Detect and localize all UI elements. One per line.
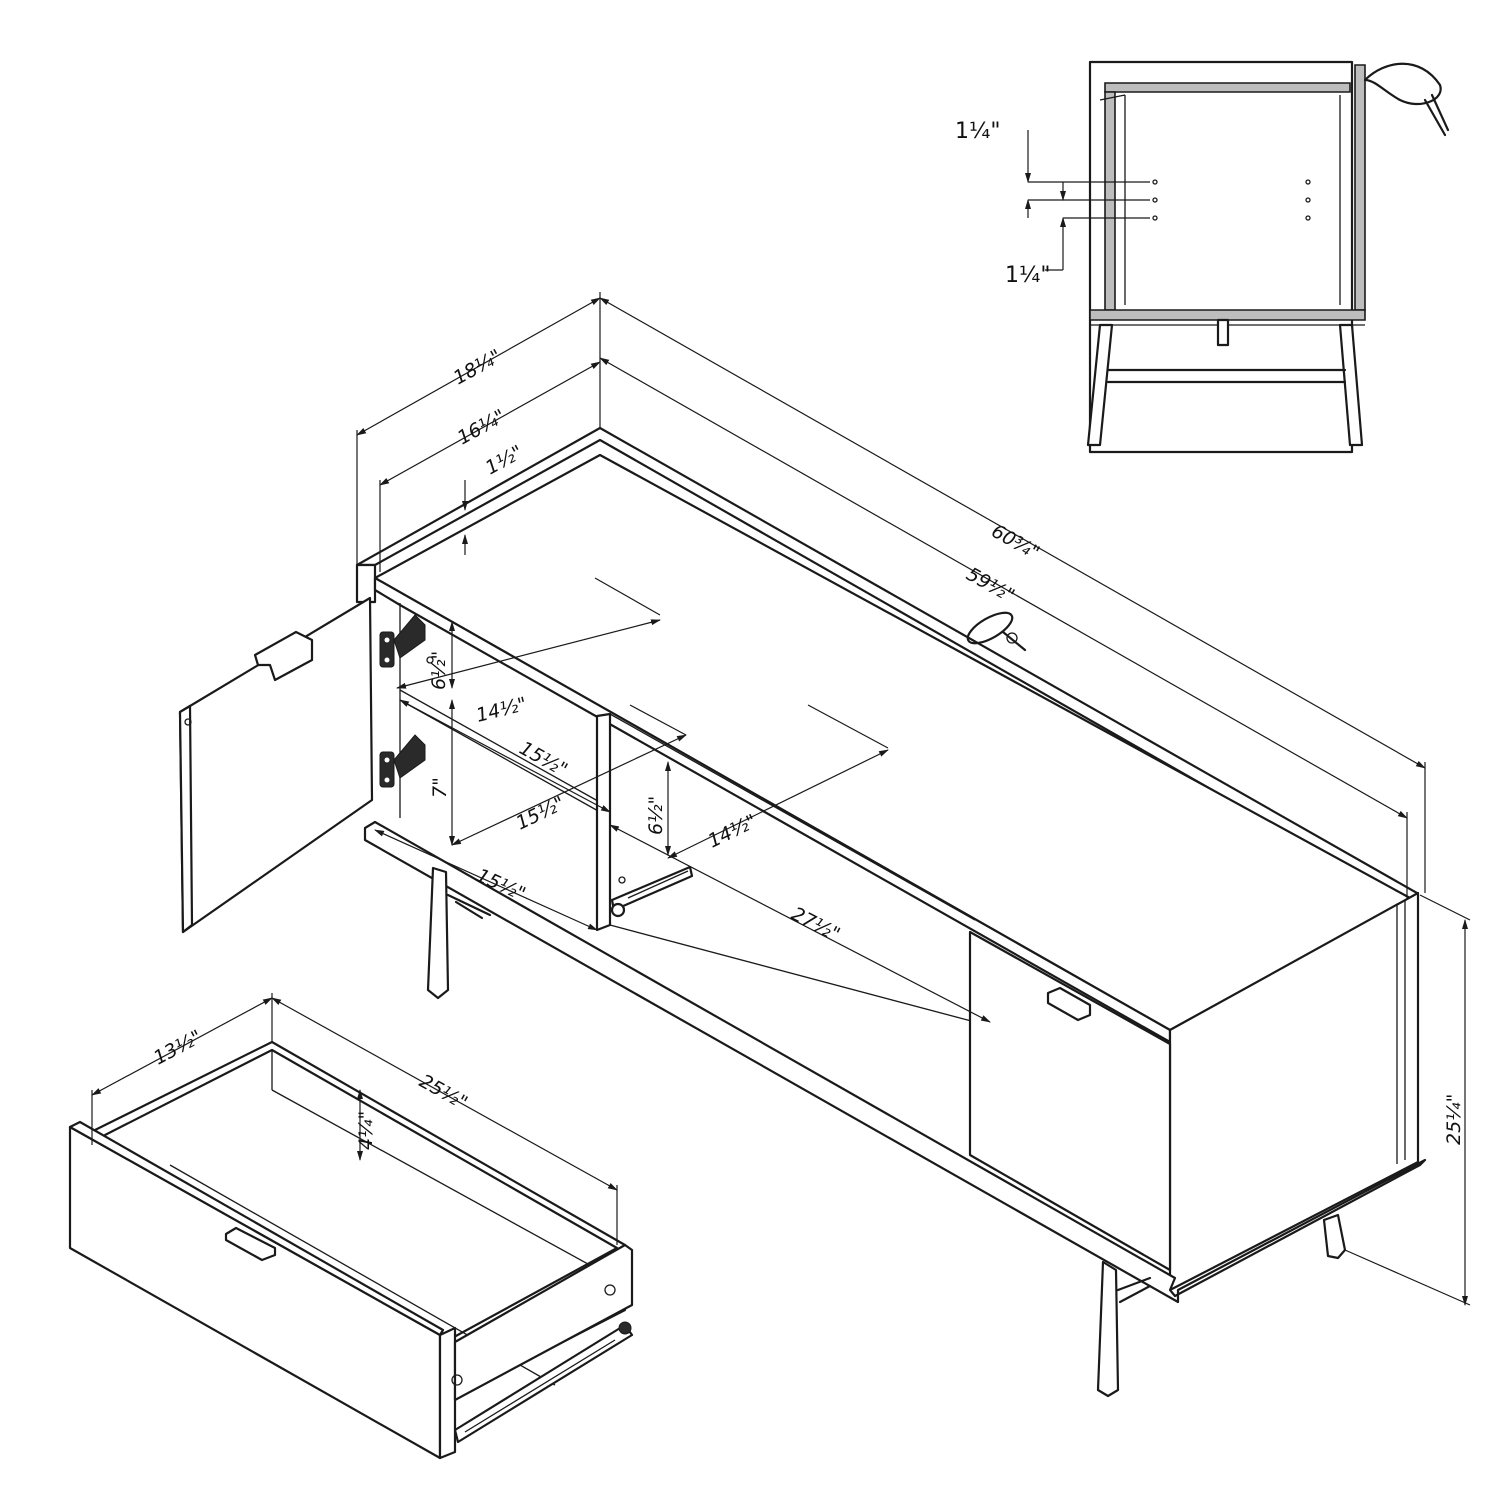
label-inner-depth: 16¼" (454, 405, 510, 449)
label-drawer-width: 25½" (416, 1070, 472, 1114)
label-drawer-bay-depth: 14½" (705, 810, 761, 852)
leg-front-right (1096, 1260, 1152, 1398)
label-drawer-bay-height: 6½" (645, 796, 667, 835)
right-drawer-front (968, 930, 1172, 1272)
section-detail-view (1025, 60, 1450, 454)
leg-back-right (1322, 1213, 1347, 1260)
label-open-compartment-width: 27½" (788, 903, 844, 946)
label-detail-spacing-top: 1¼" (955, 119, 1000, 144)
drawer-box (68, 1040, 634, 1460)
label-overall-height: 25¼" (1443, 1094, 1465, 1145)
bottom-base (363, 820, 1427, 1304)
label-upper-shelf-height: 6½" (428, 651, 450, 690)
label-upper-shelf-width: 15½" (516, 737, 572, 781)
label-overall-depth: 18¼" (450, 345, 506, 389)
left-side-panel (355, 563, 377, 604)
cable-grommet (966, 611, 1027, 652)
label-inner-width: 59½" (963, 563, 1019, 607)
label-overall-width: 60¾" (988, 520, 1044, 564)
dimension-lines (91, 292, 1471, 1306)
drawer-slide (610, 865, 694, 918)
drawer-handle (1046, 986, 1092, 1022)
label-upper-shelf-depth: 14½" (474, 693, 529, 727)
label-drawer-depth: 13½" (150, 1026, 206, 1070)
label-detail-spacing-bottom: 1¼" (1005, 263, 1050, 288)
label-lower-shelf-height: 7" (429, 777, 451, 798)
label-lower-shelf-width: 15½" (513, 792, 569, 834)
cable-icon (1363, 62, 1450, 137)
hinge-lower (379, 734, 426, 788)
left-door (178, 596, 374, 934)
hinge-upper (379, 614, 426, 668)
label-drawer-height: 4¼" (355, 1111, 377, 1150)
center-divider (595, 712, 612, 932)
